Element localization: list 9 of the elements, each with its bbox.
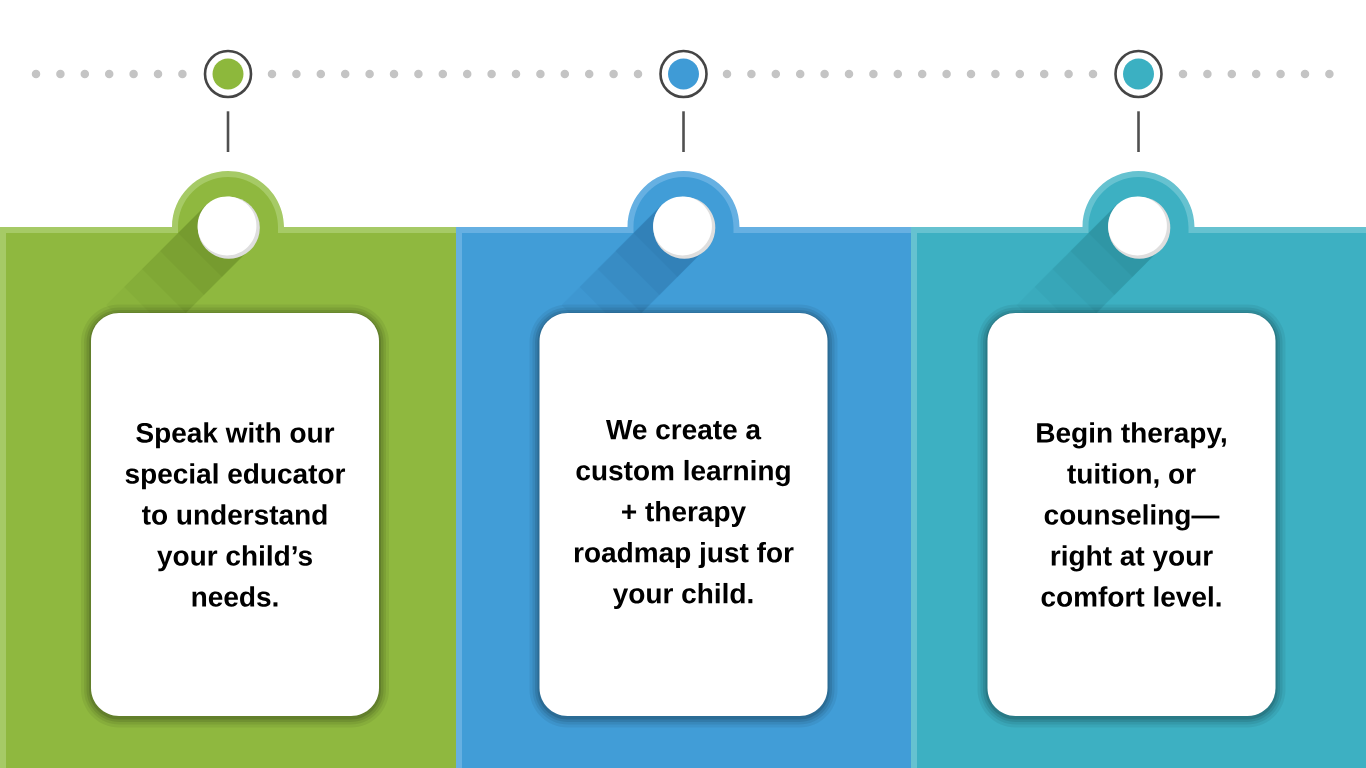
connector-line — [226, 111, 230, 152]
text-card: We create a custom learning + therapy roadmap just for your child. — [529, 304, 838, 728]
timeline-marker — [1114, 49, 1163, 99]
text-card: Speak with our special educator to understand your child’s needs. — [81, 304, 389, 728]
timeline-marker — [203, 49, 253, 99]
connector-line — [1137, 111, 1140, 152]
connector-line — [682, 111, 685, 152]
timeline-marker — [659, 49, 708, 99]
text-card: Begin therapy, tuition, or counseling— right at your comfort level. — [977, 304, 1286, 728]
